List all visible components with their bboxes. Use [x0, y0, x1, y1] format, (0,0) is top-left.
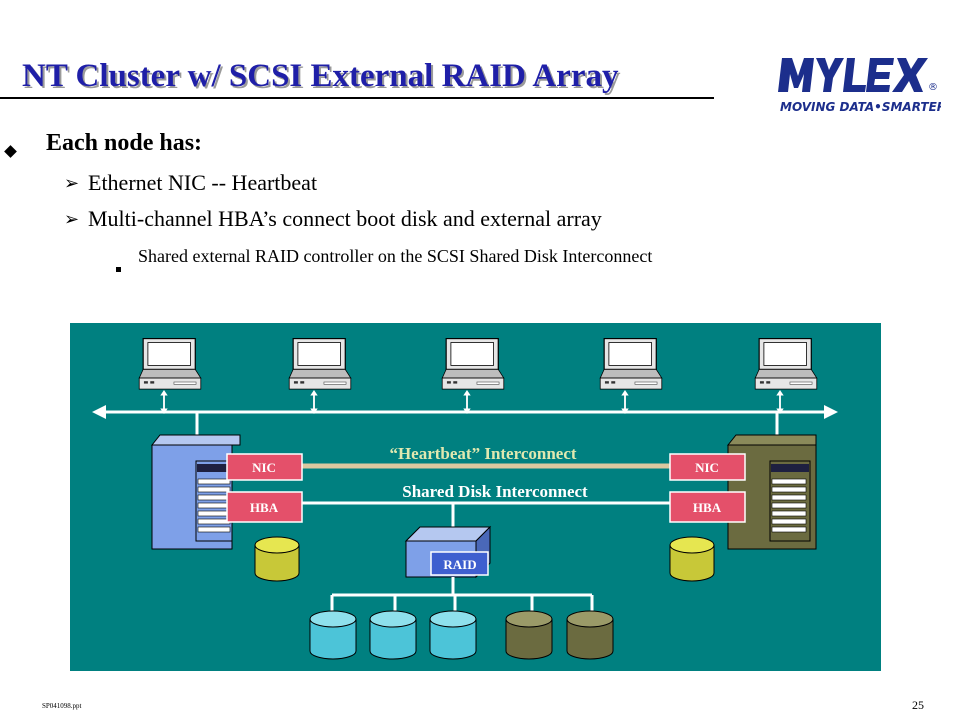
workstation-1 — [138, 337, 202, 390]
nic-badge-left: NIC — [226, 453, 303, 481]
ethernet-backbone — [92, 405, 838, 435]
svg-text:HBA: HBA — [693, 500, 722, 515]
footer-filename: SP041098.ppt — [42, 702, 82, 710]
shared-disk-interconnect — [302, 501, 670, 529]
boot-disk-right — [669, 536, 715, 582]
diamond-bullet-icon — [4, 136, 17, 163]
mylex-wordmark — [778, 58, 928, 92]
raid-controller: RAID — [404, 525, 492, 579]
bullet-text: Shared external RAID controller on the S… — [138, 246, 653, 266]
array-disk-olive-1 — [505, 610, 553, 660]
workstation-3 — [441, 337, 505, 390]
bullet-text: Each node has: — [46, 130, 203, 156]
svg-text:NIC: NIC — [695, 460, 719, 475]
array-disk-cyan-2 — [369, 610, 417, 660]
svg-text:NIC: NIC — [252, 460, 276, 475]
bullet-text: Multi-channel HBA’s connect boot disk an… — [88, 206, 602, 231]
shared-disk-label: Shared Disk Interconnect — [402, 482, 588, 501]
page-number: 25 — [912, 698, 924, 712]
server-left — [150, 434, 241, 550]
slide-title: NT Cluster w/ SCSI External RAID Array — [22, 58, 619, 94]
registered-mark: ® — [928, 82, 938, 93]
heartbeat-label: “Heartbeat” Interconnect — [389, 444, 576, 463]
array-disk-olive-2 — [566, 610, 614, 660]
server-right — [726, 434, 817, 550]
workstation-2 — [288, 337, 352, 390]
mylex-logo: ® MOVING DATA•SMARTER — [778, 58, 941, 114]
bullet-shared-raid: Shared external RAID controller on the S… — [116, 243, 738, 272]
logo-tagline: MOVING DATA•SMARTER — [780, 100, 941, 114]
boot-disk-left — [254, 536, 300, 582]
bullet-ethernet-nic: ➢ Ethernet NIC -- Heartbeat — [64, 170, 318, 196]
square-bullet-icon — [116, 253, 121, 280]
array-disk-cyan-3 — [429, 610, 477, 660]
bullet-multichannel-hba: ➢ Multi-channel HBA’s connect boot disk … — [64, 206, 602, 232]
hba-badge-right: HBA — [669, 491, 746, 523]
chevron-bullet-icon: ➢ — [64, 173, 80, 194]
workstation-5 — [754, 337, 818, 390]
workstation-4 — [599, 337, 663, 390]
nic-badge-right: NIC — [669, 453, 746, 481]
bullet-text: Ethernet NIC -- Heartbeat — [88, 170, 318, 195]
svg-text:HBA: HBA — [250, 500, 279, 515]
svg-text:RAID: RAID — [443, 557, 476, 572]
title-rule — [0, 97, 714, 99]
bullet-each-node: Each node has: — [4, 130, 203, 158]
hba-badge-left: HBA — [226, 491, 303, 523]
array-disk-cyan-1 — [309, 610, 357, 660]
chevron-bullet-icon: ➢ — [64, 209, 80, 230]
cluster-diagram: “Heartbeat” Interconnect Shared Disk Int… — [70, 323, 881, 671]
